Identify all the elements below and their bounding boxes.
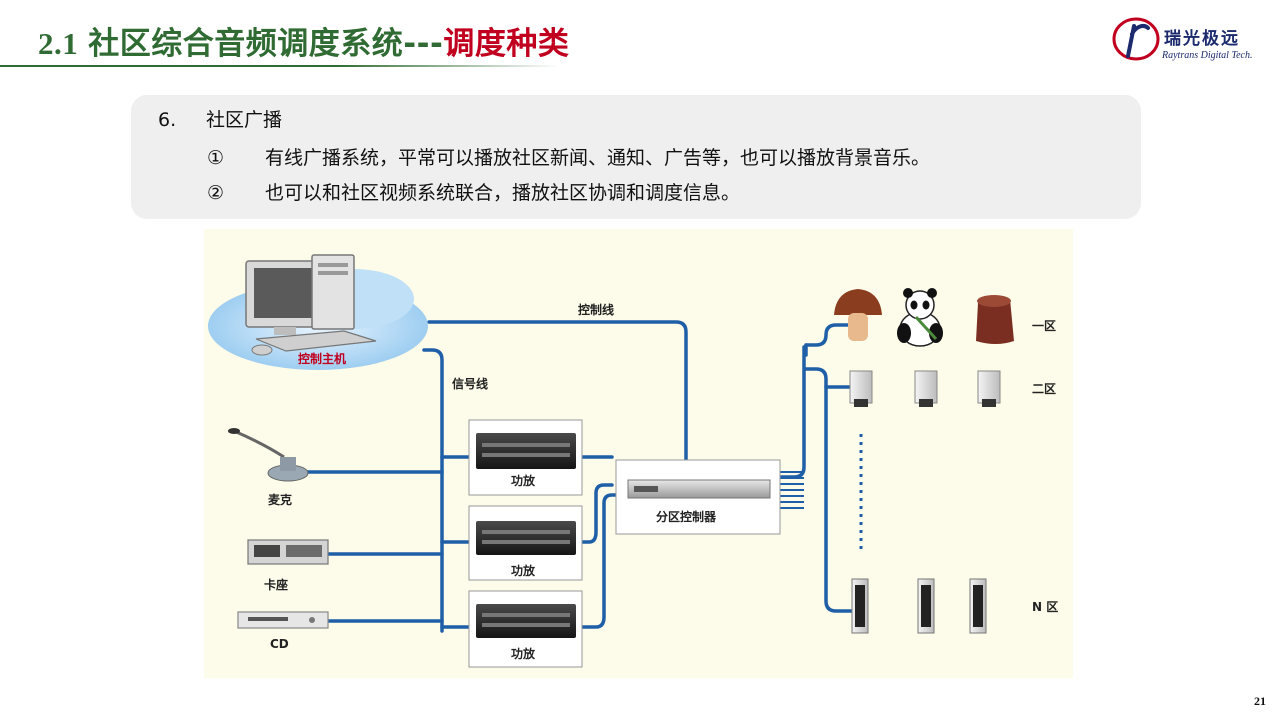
label-cd: CD [270,637,289,651]
label-amplifier: 功放 [511,647,536,661]
label-microphone: 麦克 [268,493,293,507]
content-panel: 6. 社区广播 ① 有线广播系统，平常可以播放社区新闻、通知、广告等，也可以播放背景… [131,95,1141,219]
wall-speaker-icon [977,370,1001,407]
amplifier-unit [468,590,583,668]
stump-speaker-icon [976,295,1014,344]
bullet-item: ② 也可以和社区视频系统联合，播放社区协调和调度信息。 [207,178,740,205]
amplifier-unit [468,505,583,581]
label-amplifier: 功放 [511,564,536,578]
bullet-mark: ② [207,182,225,204]
logo-name-en: Raytrans Digital Tech. [1162,50,1253,61]
slide-title: 2.1 社区综合音频调度系统---调度种类 [38,18,569,63]
bullet-text: 有线广播系统，平常可以播放社区新闻、通知、广告等，也可以播放背景音乐。 [265,147,931,169]
diagram-graphics [208,254,1014,668]
label-zone-n: N 区 [1032,600,1059,614]
heading-number: 6. [158,109,177,131]
amplifier-unit [468,419,583,496]
broadcast-system-diagram: 控制主机 控制线 信号线 麦克 卡座 CD 功放 功放 功放 分区控制器 一区 … [204,229,1073,678]
bullet-item: ① 有线广播系统，平常可以播放社区新闻、通知、广告等，也可以播放背景音乐。 [207,143,930,170]
column-speaker-icon [851,578,869,634]
logo-name-cn: 瑞光极远 [1164,29,1240,49]
label-control-line: 控制线 [578,303,615,317]
cd-player-icon [237,611,329,629]
column-speaker-icon [969,578,987,634]
panda-speaker-icon [897,288,943,347]
microphone-icon [228,428,309,482]
wall-speaker-icon [849,370,873,407]
company-logo: 瑞光极远 Raytrans Digital Tech. [1108,12,1268,68]
section-number: 2.1 [38,26,79,61]
label-zone-1: 一区 [1032,319,1057,333]
page-number: 21 [1254,694,1266,708]
label-signal-line: 信号线 [452,377,489,391]
column-speaker-icon [917,578,935,634]
section-heading: 6. 社区广播 [158,105,282,132]
title-main: 社区综合音频调度系统--- [88,26,444,62]
bullet-text: 也可以和社区视频系统联合，播放社区协调和调度信息。 [265,182,741,204]
label-zone-2: 二区 [1032,382,1057,396]
title-underline [0,65,560,67]
logo-mark-icon [1112,17,1160,61]
title-sub: 调度种类 [443,26,570,62]
heading-text: 社区广播 [206,109,283,131]
label-control-host: 控制主机 [298,352,347,366]
zone-controller-unit [615,459,781,535]
label-cassette: 卡座 [264,578,289,592]
wiring [298,320,854,633]
bullet-mark: ① [207,147,225,169]
control-host-icon [208,254,428,370]
label-amplifier: 功放 [511,474,536,488]
cassette-deck-icon [247,539,329,565]
wall-speaker-icon [914,370,938,407]
mushroom-speaker-icon [834,289,882,341]
label-zone-controller: 分区控制器 [656,510,717,524]
controller-output-bundle [780,471,804,509]
